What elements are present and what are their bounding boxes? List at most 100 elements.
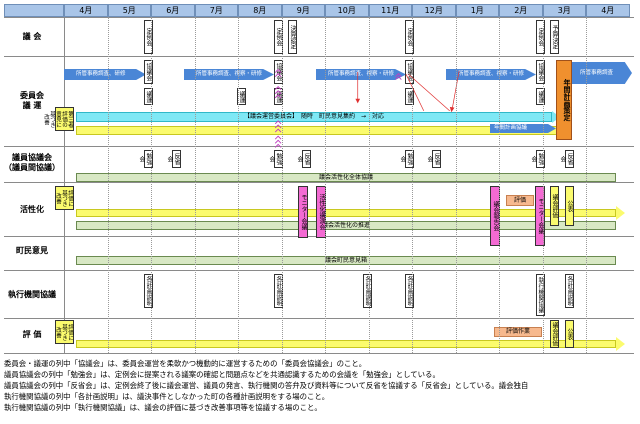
kyougikai-sep: 協議会 [274,60,283,84]
kakukeikaku-mar: 各計画説明 [565,274,574,308]
row-separator [4,17,634,18]
month-gridline [194,17,196,353]
month-gridline [151,17,152,353]
kyougikai-dec: 協議会 [405,60,414,84]
chevron-icon [274,135,282,140]
kakukeikaku-nov: 各計画説明 [363,274,372,308]
chevron-icon [274,128,282,133]
header-blank [4,4,64,17]
chomin-bar: 議会町民意見箱 [76,256,616,265]
plan-arrow: 年間計画協議 [490,124,556,133]
kessan-nintei: 決算認定 [288,20,297,54]
gikai-hyouka-final: 議会評価 [550,320,559,348]
month-cell: 4月 [64,4,108,17]
note-2: 議員協議会の列中「勉強会」は、定例会に提案される議案の確認と問題点などを共通認識… [4,370,440,379]
month-cell: 5月 [107,4,151,17]
month-gridline [107,17,109,353]
month-cell: 2月 [499,4,543,17]
month-gridline [238,17,239,353]
chevron-icon [395,73,402,77]
kyogikai-bar: 議会活性化全体協議 [76,173,616,182]
improve-box-hyouka: 評価に基づき改善 [55,320,74,344]
chevron-icon [274,68,282,73]
shokan-arrow-3: 所管事務調査、視察・研修 [316,69,406,80]
row-label-hyouka: 評 価 [22,330,42,339]
giun-mar: 議運 [536,88,545,105]
teireikai-mar: 定例会 [536,20,545,54]
annual-plan-box: 年間計画策定 [556,60,572,140]
hansei-jun: 反省会 [166,150,181,168]
month-cell: 10月 [325,4,369,17]
row-separator [4,56,634,57]
month-cell: 7月 [194,4,238,17]
hyouka-yellow-arrowhead [616,337,625,351]
arrowhead-icon [449,106,455,113]
month-gridline [455,17,457,353]
kyougikai-jun: 協議会 [144,60,153,84]
kasseika-yellow-bar [76,209,616,217]
improve-box-kasseika: 評価に基づき改善 [55,186,74,210]
kasseika-green-bar: 議会活性化の推進 [76,221,616,230]
shokan-arrow-2: 所管事務調査、視察・研修 [184,69,274,80]
chevron-icon [274,124,282,129]
row-label-iinkai: 委員会 議 運 [20,91,44,110]
month-cell: 6月 [151,4,195,17]
month-gridline [499,17,500,353]
teireikai-dec: 定例会 [405,20,414,54]
arrowhead-icon [355,98,361,104]
month-gridline [325,17,326,353]
kouhyou-kasseika: 公表 [565,186,574,226]
month-gridline [368,17,370,353]
hansei-dec: 反省会 [426,150,441,168]
row-separator [4,353,634,354]
monitor-meeting-sep: モニター会議 [298,186,308,238]
row-separator [4,270,634,271]
shokan-arrow-4: 所管事務調査、視察・研修 [446,69,536,80]
giun-cyan-bar: 【議会運営委員会】 随時 町民意見集約 → 対応 [76,112,552,122]
kasseika-yellow-arrowhead [616,206,625,220]
giun-jun: 議運 [144,88,153,105]
connector-arrow [405,74,425,112]
chevron-icon [274,139,282,144]
month-cell: 8月 [238,4,282,17]
note-4: 執行機関協議の列中「各計画説明」は、議決事件としなかった町の各種計画説明をする場… [4,392,330,401]
improve-box-iinkai: 第三者評価の意見に基づき改善 [43,107,74,131]
chevron-icon [274,90,282,95]
row-label-kasseika: 活性化 [20,205,44,214]
month-cell: 1月 [455,4,499,17]
kyougikai-mar: 協議会 [536,60,545,84]
chevron-icon [274,120,282,125]
label-divider [64,17,65,353]
row-label-gikai: 議 会 [22,32,42,41]
kakukeikaku-sep: 各計画説明 [274,274,283,308]
month-cell: 3月 [542,4,586,17]
row-separator [4,146,634,147]
benkyo-jun: 勉強会 [138,150,153,168]
connector-arrow [408,74,450,112]
month-cell: 11月 [368,4,412,17]
kakukeikaku-jun: 各計画説明 [144,274,153,308]
month-gridline [542,17,544,353]
shikkou-kyougi: 執行機関協議 [536,274,545,316]
row-label-kyogikai: 議員協議会 （議員間協議） [4,153,60,172]
month-cell: 4月 [586,4,630,17]
kakukeikaku-dec: 各計画説明 [405,274,414,308]
month-gridline [281,17,283,353]
note-1: 委員会・議運の列中「協議会」は、委員会運営を柔軟かつ機動的に運営するための「委員… [4,359,367,368]
giun-aug: 議運 [237,88,246,105]
month-gridline [412,17,413,353]
row-separator [4,182,634,183]
shokan-arrow-1: 所管事務調査、研修 [64,69,146,80]
chevron-icon [274,86,282,90]
row-label-shikkou: 執行機関協議 [8,290,56,299]
chevron-icon [274,143,282,148]
connector-overlay [274,68,460,148]
hyouka-kasseika: 評価 [506,195,534,206]
hyouka-work: 評価作業 [494,327,542,337]
teireikai-sep: 定例会 [274,20,283,54]
row-separator [4,318,634,319]
shokan-arrow-5: 所管事務調査 [572,62,632,84]
month-cell: 12月 [412,4,456,17]
kouhyou-final: 公表 [565,320,574,348]
